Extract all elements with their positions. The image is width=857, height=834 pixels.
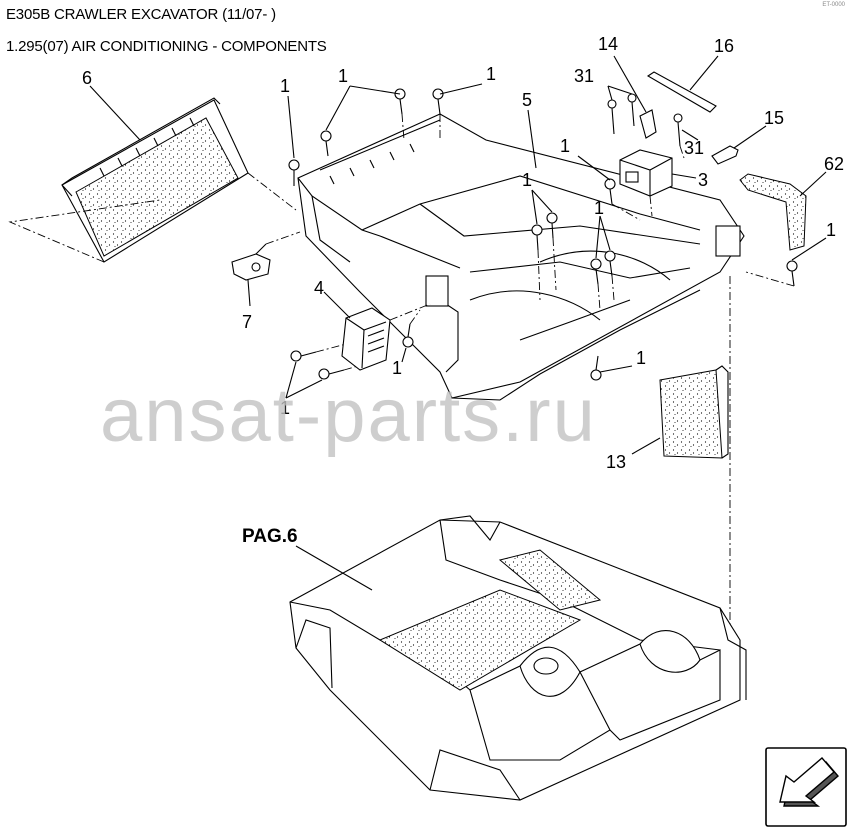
sensor-bracket-part-7 bbox=[231, 231, 301, 307]
callout-3: 3 bbox=[698, 170, 708, 190]
callout-15: 15 bbox=[764, 108, 784, 128]
callout-labels: 6 1 1 1 5 14 16 31 31 15 1 1 3 62 1 1 7 … bbox=[82, 34, 844, 547]
callout-4: 4 bbox=[314, 278, 324, 298]
nav-previous-page-button[interactable] bbox=[765, 747, 847, 827]
callout-1: 1 bbox=[280, 76, 290, 96]
callout-1: 1 bbox=[338, 66, 348, 86]
watermark: ansat-parts.ru bbox=[100, 373, 597, 458]
callout-1: 1 bbox=[594, 198, 604, 218]
section-subtitle: 1.295(07) AIR CONDITIONING - COMPONENTS bbox=[6, 38, 327, 55]
callout-14: 14 bbox=[598, 34, 618, 54]
page-title: E305B CRAWLER EXCAVATOR (11/07- ) bbox=[6, 6, 276, 23]
callout-1: 1 bbox=[522, 170, 532, 190]
filter-panel-part-6 bbox=[8, 85, 297, 263]
callout-1: 1 bbox=[392, 358, 402, 378]
callout-1: 1 bbox=[486, 64, 496, 84]
callout-5: 5 bbox=[522, 90, 532, 110]
callout-16: 16 bbox=[714, 36, 734, 56]
foam-seal-part-62 bbox=[739, 171, 827, 251]
resistor-module-part-4 bbox=[323, 291, 431, 371]
drawing-stamp: ET-0000 bbox=[822, 2, 845, 8]
callout-13: 13 bbox=[606, 452, 626, 472]
callout-1: 1 bbox=[560, 136, 570, 156]
filter-element-part-13 bbox=[631, 276, 731, 660]
callout-pag6: PAG.6 bbox=[242, 526, 298, 547]
screw-group-part-1 bbox=[285, 83, 827, 399]
callout-1: 1 bbox=[280, 398, 290, 418]
callout-31: 31 bbox=[574, 66, 594, 86]
cab-floor-frame-pag6 bbox=[289, 515, 747, 801]
callout-1: 1 bbox=[636, 348, 646, 368]
callout-7: 7 bbox=[242, 312, 252, 332]
callout-31: 31 bbox=[684, 138, 704, 158]
callout-62: 62 bbox=[824, 154, 844, 174]
callout-6: 6 bbox=[82, 68, 92, 88]
actuator-assembly-parts-3-14-15-16-31 bbox=[607, 55, 767, 217]
callout-1: 1 bbox=[826, 220, 836, 240]
arrow-down-left-icon bbox=[779, 757, 839, 807]
